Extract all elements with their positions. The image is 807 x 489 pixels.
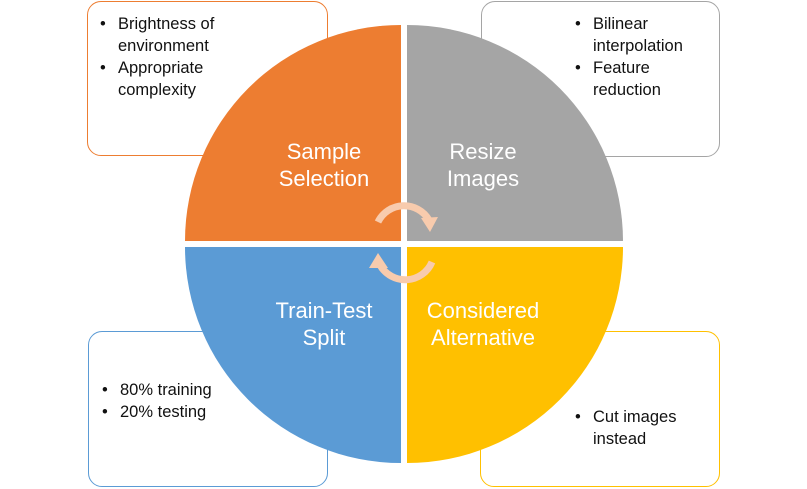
quadrant-label-line: Train-Test	[276, 298, 373, 323]
note-item: Brightness of environment	[96, 13, 238, 57]
note-item: 80% training	[98, 379, 327, 401]
note-item: Feature reduction	[571, 57, 708, 101]
quadrant-train-test-split	[185, 247, 401, 463]
quadrant-label-line: Resize	[449, 139, 516, 164]
quadrant-resize-images	[407, 25, 623, 241]
note-item: Cut images instead	[571, 406, 688, 450]
quadrant-sample-selection	[185, 25, 401, 241]
quadrant-label-line: Alternative	[431, 325, 535, 350]
quadrant-label-line: Images	[447, 166, 519, 191]
quadrant-label-line: Selection	[279, 166, 370, 191]
quadrant-label-line: Split	[303, 325, 346, 350]
circular-arrows-icon	[369, 202, 438, 284]
quadrant-label-line: Considered	[427, 298, 540, 323]
note-item: Bilinear interpolation	[571, 13, 708, 57]
note-item: Appropriate complexity	[96, 57, 238, 101]
note-item: 20% testing	[98, 401, 327, 423]
quadrant-label-line: Sample	[287, 139, 362, 164]
quadrant-considered-alternative	[407, 247, 623, 463]
